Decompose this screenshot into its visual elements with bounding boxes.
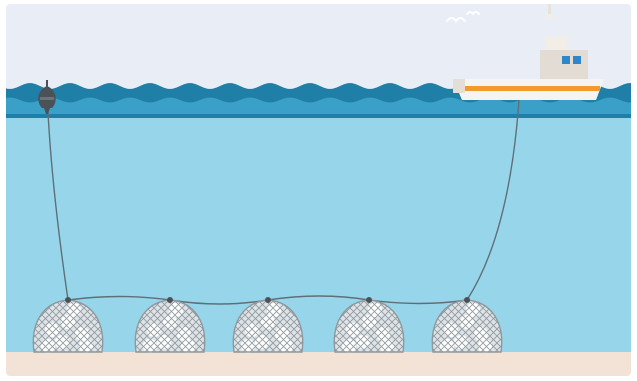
seabed [6,352,631,376]
boat-bridge [545,36,567,50]
boat-stern-block [453,79,465,93]
trap-5 [431,297,503,353]
water [6,96,631,366]
fishing-boat [453,4,604,100]
wave-band-light [6,97,631,114]
buoy-line [47,111,69,301]
boat-line [466,83,521,301]
trap-knot [167,297,173,303]
trap-3 [232,297,304,353]
seagull-icon [466,11,480,16]
seagull-icon [446,17,466,23]
trap-knot [464,297,470,303]
boat-window-icon [562,56,570,64]
trap-2 [134,297,206,353]
trap-row [32,297,503,353]
boat-mast [548,4,551,14]
trap-4 [333,297,405,353]
boat-stripe [456,86,600,91]
boat-window-icon [573,56,581,64]
marker-buoy [38,80,56,114]
boat-antenna [545,14,554,18]
buoy-keel [44,108,50,114]
trap-knot [265,297,271,303]
trap-knot [366,297,372,303]
seagull-group [446,11,480,23]
trap-knot [65,297,71,303]
buoy-band [40,97,54,100]
trap-1 [32,297,104,353]
boat-cabin [540,50,588,80]
